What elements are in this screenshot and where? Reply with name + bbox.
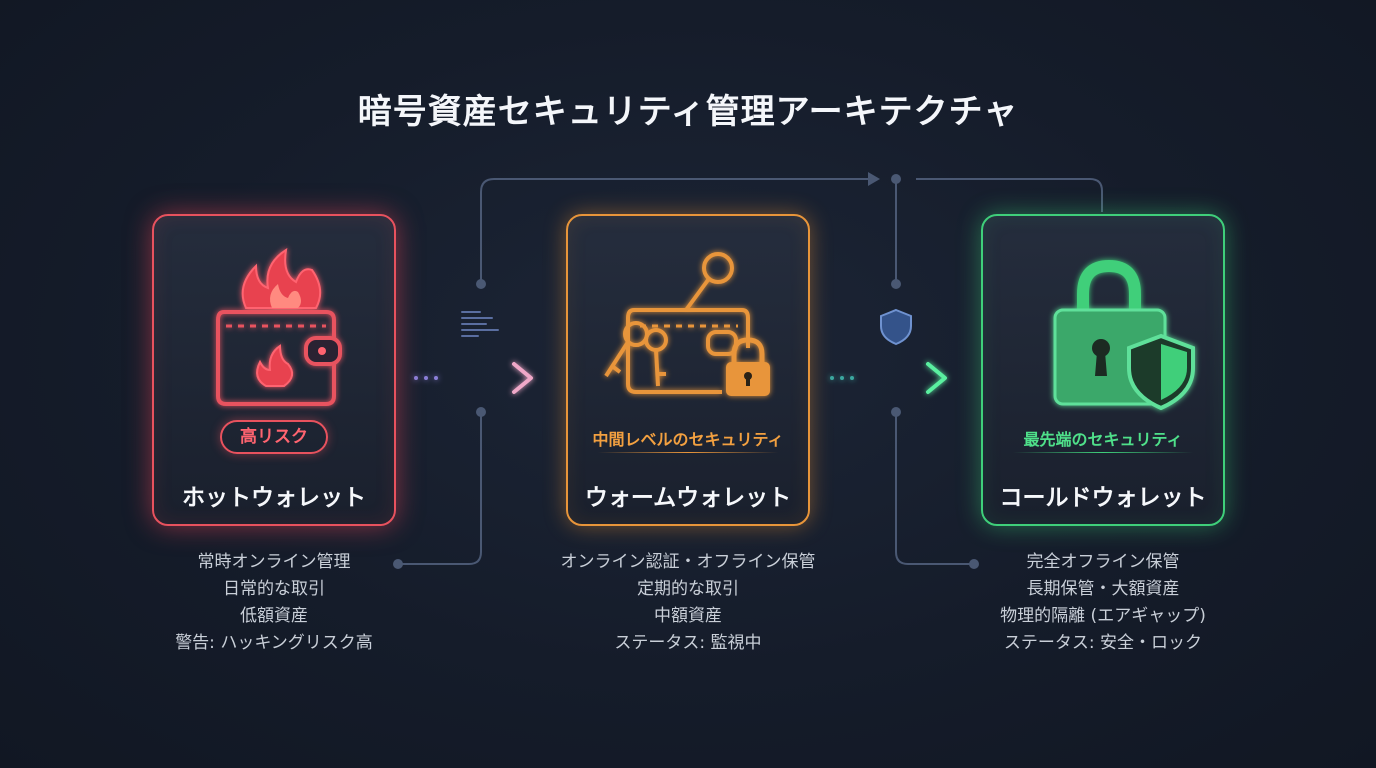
detail-line: 完全オフライン保管 <box>1026 552 1180 572</box>
warm-wallet-title: ウォームウォレット <box>584 485 792 511</box>
divider <box>598 452 778 453</box>
padlock-shield-icon <box>1053 259 1195 411</box>
warm-wallet-card: 中間レベルのセキュリティ ウォームウォレット <box>566 214 810 526</box>
detail-line: 低額資産 <box>240 606 308 626</box>
security-level-label: 最先端のセキュリティ <box>1023 430 1183 449</box>
shield-icon <box>880 308 912 346</box>
diagram-title: 暗号資産セキュリティ管理アーキテクチャ <box>357 92 1019 132</box>
cold-wallet-title: コールドウォレット <box>999 485 1207 511</box>
cold-wallet-card: 最先端のセキュリティ コールドウォレット <box>981 214 1225 526</box>
wallet-keys-padlock-icon <box>604 252 770 396</box>
hot-wallet-details: 常時オンライン管理 日常的な取引 低額資産 警告: ハッキングリスク高 <box>124 549 424 657</box>
detail-line: オンライン認証・オフライン保管 <box>560 552 816 572</box>
detail-line: ステータス: 監視中 <box>614 633 762 653</box>
hot-wallet-title: ホットウォレット <box>182 485 366 511</box>
data-stream-icon <box>461 311 499 337</box>
security-level-label: 中間レベルのセキュリティ <box>592 430 784 449</box>
divider <box>1013 452 1193 453</box>
flow-arrow-warm-to-cold <box>830 362 947 394</box>
burning-wallet-icon <box>216 247 342 406</box>
detail-line: 中額資産 <box>654 606 722 626</box>
cold-wallet-details: 完全オフライン保管 長期保管・大額資産 物理的隔離 (エアギャップ) ステータス… <box>953 549 1253 657</box>
detail-line: 日常的な取引 <box>223 579 325 599</box>
flow-arrow-hot-to-warm <box>414 362 533 394</box>
hot-wallet-card: 高リスク ホットウォレット <box>152 214 396 526</box>
detail-line: ステータス: 安全・ロック <box>1003 633 1203 653</box>
warm-wallet-details: オンライン認証・オフライン保管 定期的な取引 中額資産 ステータス: 監視中 <box>538 549 838 657</box>
detail-line: 長期保管・大額資産 <box>1026 579 1180 599</box>
detail-line: 物理的隔離 (エアギャップ) <box>1000 606 1206 626</box>
risk-badge: 高リスク <box>220 420 328 454</box>
detail-line: 常時オンライン管理 <box>197 552 351 572</box>
detail-line: 警告: ハッキングリスク高 <box>175 633 373 653</box>
detail-line: 定期的な取引 <box>637 579 739 599</box>
